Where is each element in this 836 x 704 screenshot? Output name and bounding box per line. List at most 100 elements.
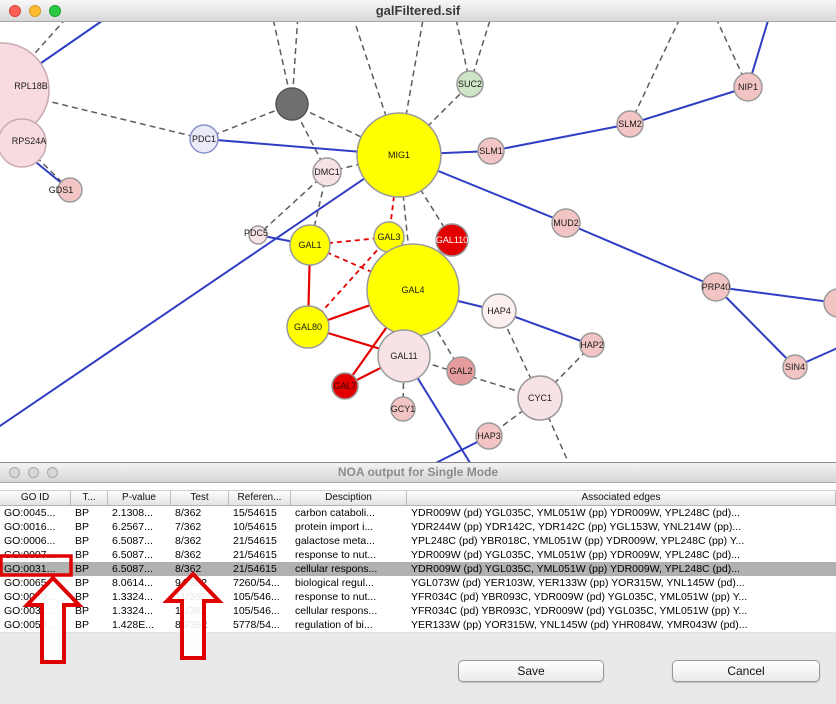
table-cell: BP — [75, 535, 90, 547]
node-MUD2[interactable] — [551, 208, 581, 238]
table-cell: 15/54615 — [233, 507, 277, 519]
node-label-RPS24A: RPS24A — [12, 136, 47, 146]
node-GCY1[interactable] — [390, 396, 416, 422]
column-header-test[interactable]: Test — [171, 491, 229, 505]
node-label-GAL1: GAL1 — [298, 240, 321, 250]
table-cell: GO:0065... — [4, 577, 56, 589]
table-cell: YFR034C (pd) YBR093C, YDR009W (pd) YGL03… — [411, 605, 748, 617]
table-cell: BP — [75, 563, 90, 575]
table-cell: BP — [75, 507, 90, 519]
node-GAL7[interactable] — [331, 372, 359, 400]
traffic-lights — [9, 5, 61, 17]
close-button[interactable] — [9, 467, 20, 478]
node-SLM2[interactable] — [616, 110, 644, 138]
node-unlabeled[interactable] — [275, 87, 309, 121]
table-cell: cellular respons... — [295, 605, 378, 617]
table-cell: response to nut... — [295, 591, 377, 603]
node-SLM1[interactable] — [477, 137, 505, 165]
node-GAL110[interactable] — [435, 223, 469, 257]
node-MIG1[interactable] — [356, 112, 442, 198]
table-cell: 11/362 — [175, 591, 207, 603]
node-label-GAL7: GAL7 — [333, 381, 356, 391]
table-cell: 1.3324... — [112, 605, 153, 617]
node-NIP1[interactable] — [733, 72, 763, 102]
node-label-MUD2: MUD2 — [553, 218, 579, 228]
node-label-RPL18B: RPL18B — [14, 81, 48, 91]
node-GAL2[interactable] — [446, 356, 476, 386]
table-cell: 8.0614... — [112, 577, 153, 589]
minimize-button[interactable] — [28, 467, 39, 478]
table-cell: 21/54615 — [233, 535, 277, 547]
node-GAL80[interactable] — [286, 305, 330, 349]
table-cell: 7/362 — [175, 521, 202, 533]
node-HAP3[interactable] — [475, 422, 503, 450]
column-header-associated-edges[interactable]: Associated edges — [407, 491, 836, 505]
save-button[interactable]: Save — [458, 660, 604, 682]
minimize-button[interactable] — [29, 5, 41, 17]
column-header-p-value[interactable]: P-value — [108, 491, 171, 505]
node-label-GAL11: GAL11 — [390, 351, 417, 361]
node-RPS24A[interactable] — [0, 118, 47, 168]
table-cell: GO:0045... — [4, 507, 56, 519]
table-cell: 6.5087... — [112, 563, 153, 575]
node-label-HAP3: HAP3 — [477, 431, 501, 441]
table-cell: 94/362 — [175, 577, 208, 589]
node-DMC1[interactable] — [312, 157, 342, 187]
node-label-HAP2: HAP2 — [580, 340, 604, 350]
node-GDS1[interactable] — [57, 177, 83, 203]
node-SIN4[interactable] — [782, 354, 808, 380]
node-HAP2[interactable] — [579, 332, 605, 358]
table-cell: 21/54615 — [233, 549, 277, 561]
traffic-lights-inactive — [9, 467, 58, 478]
node-label-NIP1: NIP1 — [738, 82, 758, 92]
table-cell: BP — [75, 605, 90, 617]
table-cell: 6.5087... — [112, 549, 153, 561]
table-cell: GO:0050... — [4, 619, 56, 631]
node-SUC2[interactable] — [456, 70, 484, 98]
zoom-button[interactable] — [47, 467, 58, 478]
table-top-spacer — [0, 483, 836, 490]
graph-edge — [565, 222, 717, 288]
zoom-button[interactable] — [49, 5, 61, 17]
graph-edge — [629, 86, 749, 125]
column-header-t-[interactable]: T... — [71, 491, 108, 505]
node-unlabeled[interactable] — [823, 288, 836, 318]
close-button[interactable] — [9, 5, 21, 17]
table-cell: regulation of bi... — [295, 619, 373, 631]
table-cell: YDR244W (pp) YDR142C, YDR142C (pp) YGL15… — [411, 521, 742, 533]
column-header-referen-[interactable]: Referen... — [229, 491, 291, 505]
node-GAL1[interactable] — [289, 224, 331, 266]
node-PDC5[interactable] — [248, 225, 268, 245]
noa-window-titlebar: NOA output for Single Mode — [0, 463, 836, 483]
table-cell: GO:0031... — [4, 605, 56, 617]
node-PDC1[interactable] — [189, 124, 219, 154]
node-HAP4[interactable] — [481, 293, 517, 329]
node-label-SIN4: SIN4 — [785, 362, 805, 372]
table-cell: galactose meta... — [295, 535, 375, 547]
column-header-go-id[interactable]: GO ID — [0, 491, 71, 505]
network-canvas[interactable]: RPL18BRPS24AGDS1PDC1MIG1SUC2SLM1SLM2NIP1… — [0, 0, 836, 462]
column-header-desciption[interactable]: Desciption — [291, 491, 407, 505]
table-cell: 8/362 — [175, 507, 202, 519]
table-cell: 1.428E... — [112, 619, 155, 631]
node-GAL11[interactable] — [377, 329, 431, 383]
node-PRP40[interactable] — [701, 272, 731, 302]
table-cell: BP — [75, 549, 90, 561]
table-cell: BP — [75, 577, 90, 589]
cancel-button[interactable]: Cancel — [672, 660, 820, 682]
node-CYC1[interactable] — [517, 375, 563, 421]
table-cell: 21/54615 — [233, 563, 277, 575]
